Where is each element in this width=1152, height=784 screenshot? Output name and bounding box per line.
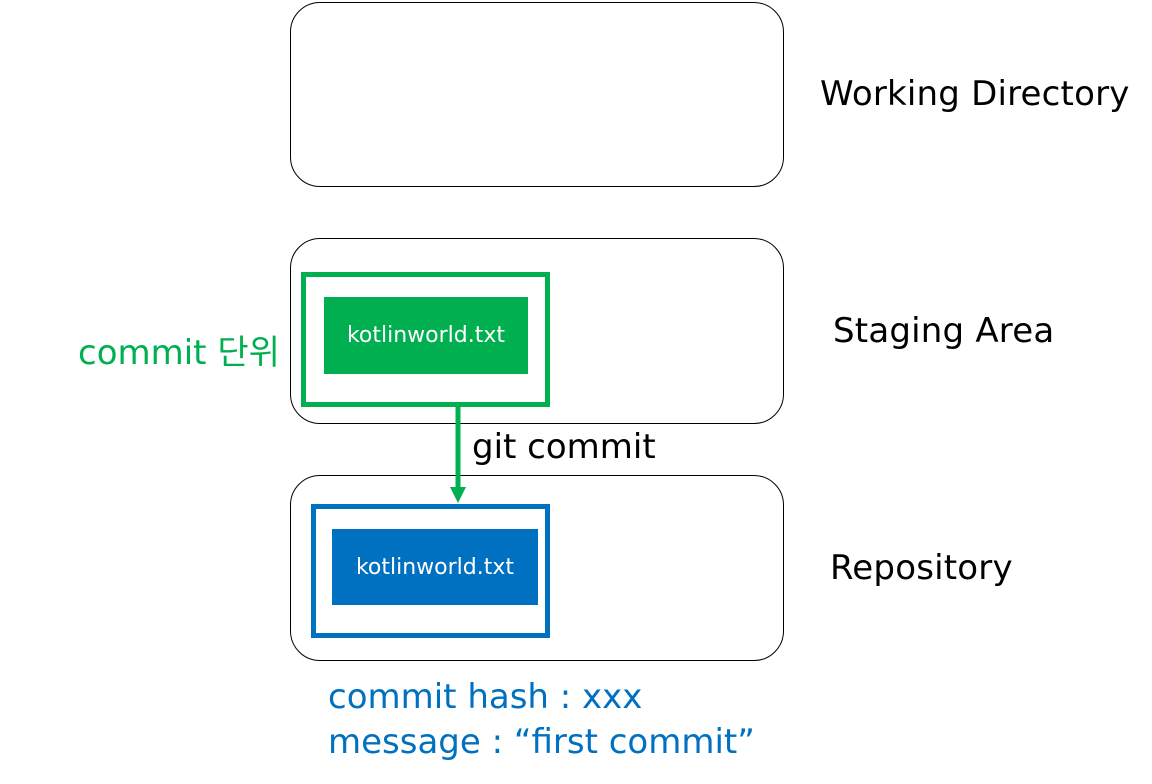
commit-hash-text: commit hash : xxx [328,677,643,717]
git-commit-label: git commit [472,427,656,467]
commit-unit-label: commit 단위 [78,333,280,373]
staging-file-box: kotlinworld.txt [324,297,528,374]
repository-label: Repository [830,548,1013,588]
repository-file-box: kotlinworld.txt [332,529,538,605]
staging-area-label: Staging Area [833,311,1055,351]
repository-commit-frame [311,504,550,638]
working-directory-box [290,2,784,187]
staging-commit-frame [301,272,550,407]
working-directory-label: Working Directory [820,74,1130,114]
commit-message-text: message : “first commit” [328,722,755,762]
